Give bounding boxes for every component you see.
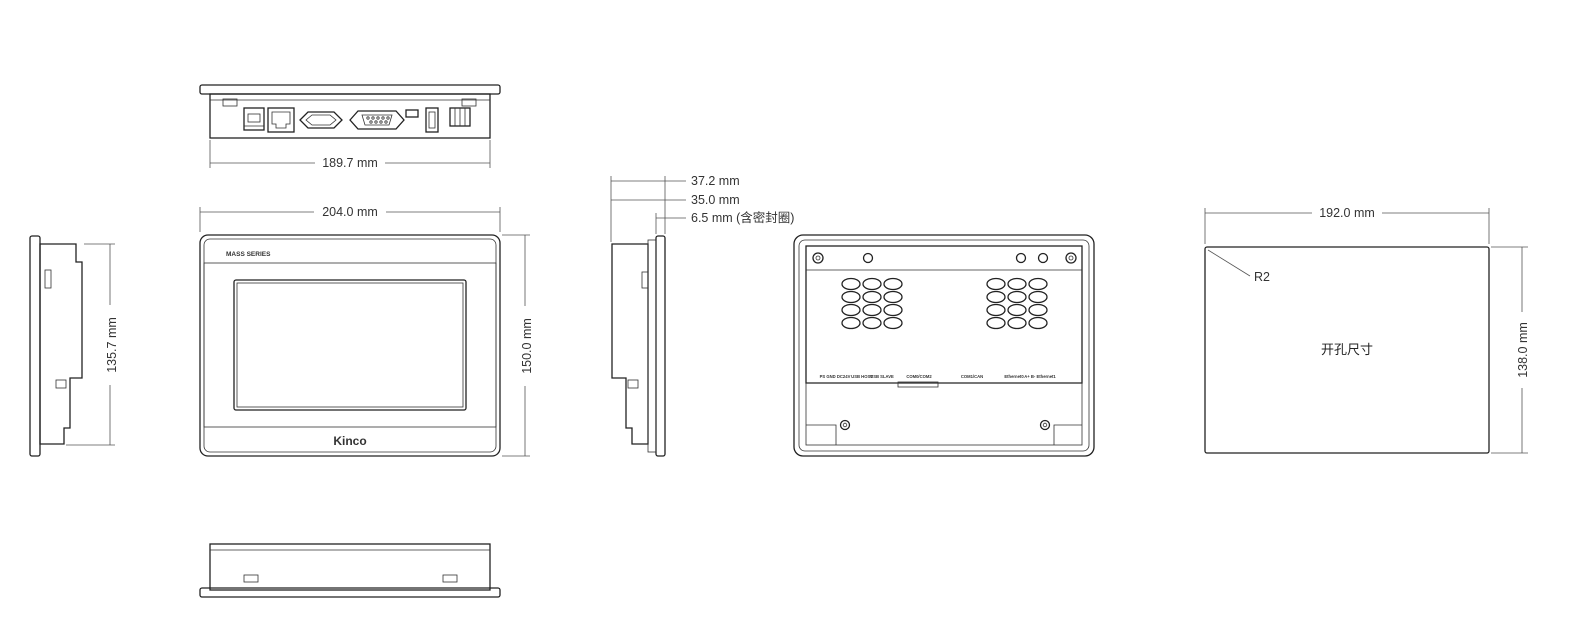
- dim-cutout-height: 138.0 mm: [1516, 322, 1530, 378]
- mini-usb-icon: [405, 109, 419, 118]
- rear-label-ethernet0: Ethernet0: [1004, 374, 1024, 379]
- rear-view: PS GND DC24V USB HOST USB SLAVE COM0/COM…: [793, 234, 1095, 457]
- left-side-view: 135.7 mm: [29, 235, 119, 457]
- db9-cover-icon: [299, 111, 343, 129]
- right-side-view: 37.2 mm 35.0 mm 6.5 mm (含密封圈): [610, 174, 794, 457]
- dim-front-height: 150.0 mm: [520, 318, 534, 374]
- cutout-label: 开孔尺寸: [1321, 343, 1373, 358]
- brand-logo: Kinco: [333, 434, 366, 448]
- power-terminal-icon: [243, 107, 265, 131]
- dim-cutout-width: 192.0 mm: [1319, 206, 1375, 220]
- dim-front-width: 204.0 mm: [322, 205, 378, 219]
- dim-depth-total: 37.2 mm: [691, 174, 740, 188]
- vent-left: [841, 277, 903, 330]
- front-view: MASS SERIES Kinco 204.0 mm 150.0 mm: [199, 205, 534, 457]
- dim-depth-bezel: 6.5 mm (含密封圈): [691, 210, 794, 225]
- rear-label-usb-host: USB HOST: [851, 374, 873, 379]
- vent-right: [986, 277, 1048, 330]
- rear-label-com1: COM1/CAN: [961, 374, 983, 379]
- dim-depth-body: 35.0 mm: [691, 193, 740, 207]
- top-view: 189.7 mm: [199, 84, 501, 170]
- rear-label-com0: COM0/COM2: [906, 374, 932, 379]
- usb-port-icon: [425, 107, 439, 133]
- series-label: MASS SERIES: [226, 251, 271, 258]
- db9-port-icon: [349, 110, 405, 130]
- dim-top-width: 189.7 mm: [322, 156, 378, 170]
- rear-label-ethernet1: A+ B- Ethernet1: [1024, 374, 1056, 379]
- cutout-radius: R2: [1254, 270, 1270, 284]
- rs485-terminal-icon: [449, 107, 471, 127]
- ethernet-port-icon: [267, 107, 295, 133]
- bottom-view: [199, 543, 501, 598]
- cutout-view: R2 开孔尺寸 192.0 mm 138.0 mm: [1204, 206, 1530, 454]
- rear-label-usb-slave: USB SLAVE: [870, 374, 894, 379]
- dim-side-height: 135.7 mm: [105, 317, 119, 373]
- rear-label-power: PS GND DC24V: [820, 374, 851, 379]
